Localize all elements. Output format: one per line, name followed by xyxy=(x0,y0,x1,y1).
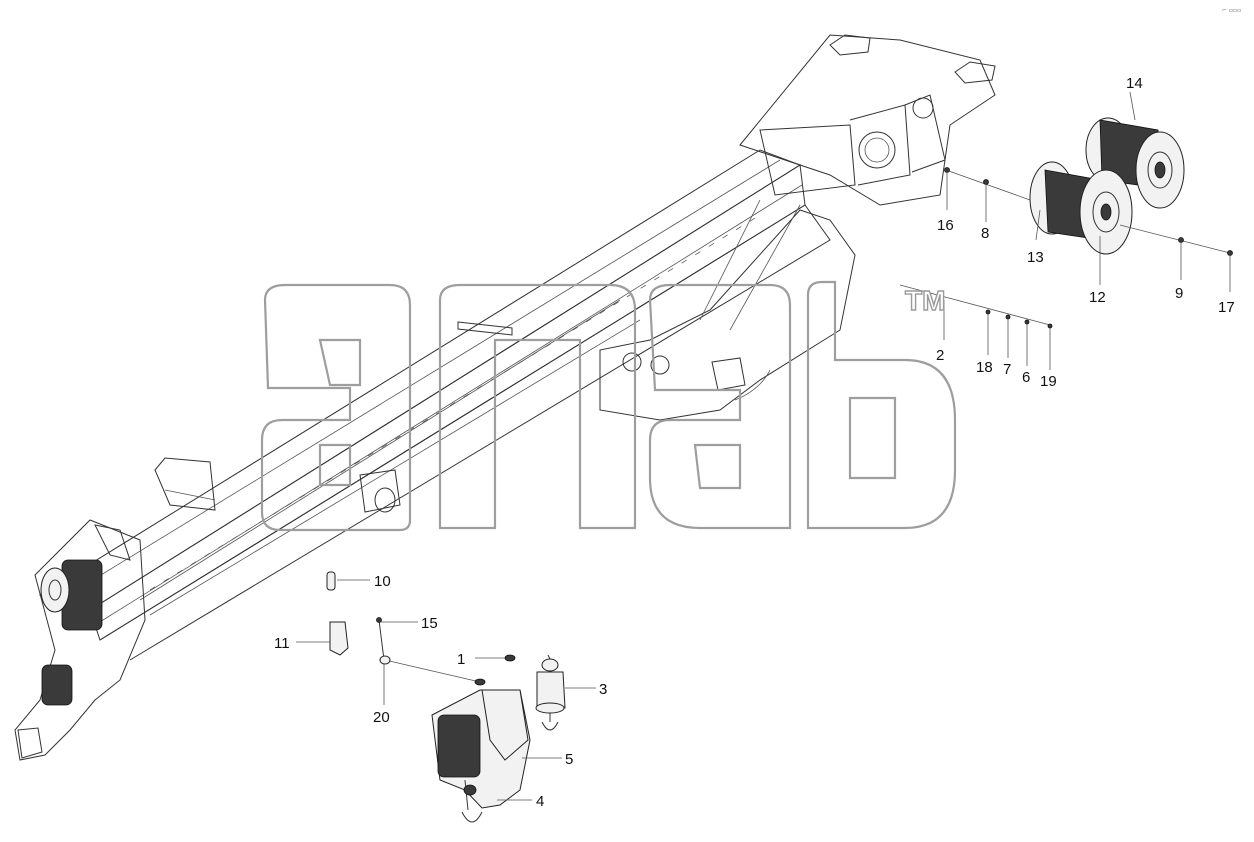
label-12: 12 xyxy=(1089,289,1106,306)
label-4: 4 xyxy=(536,793,544,810)
label-20: 20 xyxy=(373,709,390,726)
label-3: 3 xyxy=(599,681,607,698)
winch-drums xyxy=(1029,117,1185,255)
watermark-tm: TM xyxy=(905,285,945,316)
hook-block-large xyxy=(431,689,531,823)
small-hardware xyxy=(326,167,1233,686)
label-16: 16 xyxy=(937,217,954,234)
leader-lines xyxy=(296,91,1231,801)
label-5: 5 xyxy=(565,751,573,768)
boom-assembly xyxy=(14,34,996,761)
part-labels: 1 2 3 4 5 6 7 8 9 10 11 12 13 14 15 16 1… xyxy=(274,75,1235,810)
hook-block-small xyxy=(535,654,566,731)
label-14: 14 xyxy=(1126,75,1143,92)
label-13: 13 xyxy=(1027,249,1044,266)
label-1: 1 xyxy=(457,651,465,668)
watermark-logo: TM xyxy=(260,280,957,532)
label-19: 19 xyxy=(1040,373,1057,390)
label-17: 17 xyxy=(1218,299,1235,316)
label-15: 15 xyxy=(421,615,438,632)
label-11: 11 xyxy=(274,635,290,652)
label-9: 9 xyxy=(1175,285,1183,302)
corner-mark: ⌐ ▫▫▫ xyxy=(1222,7,1241,14)
label-8: 8 xyxy=(981,225,989,242)
drum-front xyxy=(1029,161,1133,255)
label-2: 2 xyxy=(936,347,944,364)
label-18: 18 xyxy=(976,359,993,376)
label-6: 6 xyxy=(1022,369,1030,386)
label-10: 10 xyxy=(374,573,391,590)
label-7: 7 xyxy=(1003,361,1011,378)
